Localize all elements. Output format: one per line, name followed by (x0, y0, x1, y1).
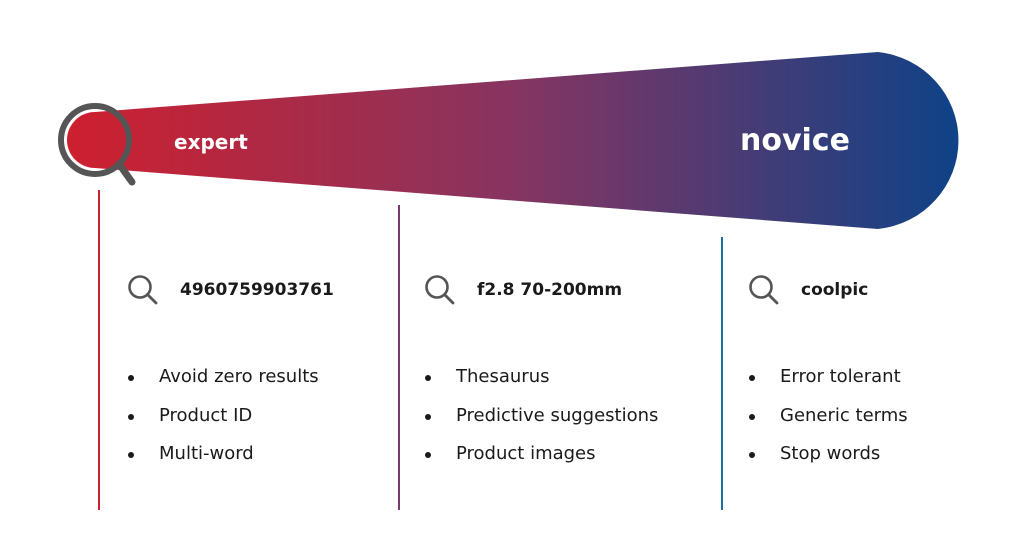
bullet-icon (749, 452, 755, 458)
bullet-icon (425, 413, 431, 420)
bullet-icon (128, 452, 134, 458)
feature-label: Product ID (159, 404, 253, 426)
bullet-icon (749, 413, 755, 420)
search-icon (749, 275, 779, 305)
bullet-icon (749, 375, 755, 381)
search-query-example: f2.8 70-200mm (423, 270, 622, 310)
feature-label: Predictive suggestions (456, 404, 659, 426)
list-item: Predictive suggestions (423, 401, 658, 440)
feature-list: Thesaurus Predictive suggestions Product… (423, 362, 658, 478)
search-icon (425, 275, 455, 305)
magnifier-icon (58, 103, 136, 186)
feature-label: Multi-word (159, 443, 254, 464)
list-item: Error tolerant (747, 362, 908, 401)
feature-list: Error tolerant Generic terms Stop words (747, 362, 908, 478)
query-text: coolpic (801, 280, 869, 300)
bullet-icon (425, 375, 431, 381)
novice-divider-line (721, 237, 723, 510)
list-item: Product ID (126, 401, 319, 440)
list-item: Product images (423, 439, 658, 478)
query-text: 4960759903761 (180, 280, 334, 300)
list-item: Thesaurus (423, 362, 658, 401)
expert-divider-line (98, 190, 100, 510)
feature-label: Product images (456, 443, 596, 464)
expert-column: 4960759903761 Avoid zero results Product… (126, 270, 334, 464)
search-query-example: 4960759903761 (126, 270, 334, 310)
list-item: Multi-word (126, 439, 319, 478)
query-text: f2.8 70-200mm (477, 280, 623, 300)
list-item: Generic terms (747, 401, 908, 440)
intermediate-divider-line (398, 205, 400, 510)
bullet-icon (425, 452, 431, 458)
spectrum-cone (67, 52, 959, 229)
intermediate-column: f2.8 70-200mm Thesaurus Predictive sugge… (423, 270, 658, 464)
list-item: Stop words (747, 439, 908, 478)
feature-label: Avoid zero results (159, 366, 319, 387)
feature-label: Error tolerant (780, 366, 901, 387)
bullet-icon (128, 375, 134, 381)
feature-label: Generic terms (780, 404, 908, 426)
list-item: Avoid zero results (126, 362, 319, 401)
feature-label: Thesaurus (456, 366, 550, 387)
search-query-example: coolpic (747, 270, 868, 310)
search-icon (128, 275, 158, 305)
feature-list: Avoid zero results Product ID Multi-word (126, 362, 319, 478)
novice-label: novice (740, 123, 850, 158)
novice-column: coolpic Error tolerant Generic terms Sto… (747, 270, 908, 464)
feature-label: Stop words (780, 443, 881, 464)
expert-label: expert (174, 130, 248, 154)
bullet-icon (128, 413, 134, 420)
